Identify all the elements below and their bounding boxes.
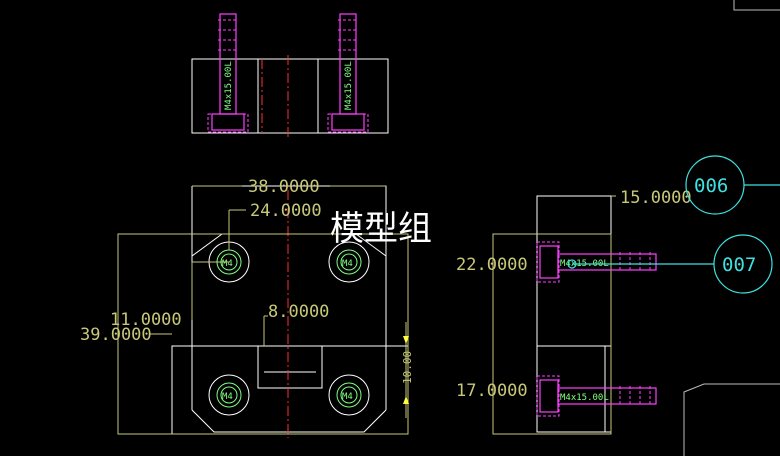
balloon-006-label: 006 (694, 175, 728, 197)
balloon-007-label: 007 (722, 254, 756, 276)
dim-height-holes: 11.0000 (110, 310, 182, 330)
hole-label: M4 (222, 259, 233, 269)
front-view-bottom-chamfer (191, 409, 387, 433)
top-bolt-left-label: M4x15.00L (224, 61, 234, 110)
side-view-base (492, 233, 612, 435)
dim-width-holes: 24.0000 (250, 201, 322, 221)
side-bolt-lower-label: M4x15.00L (560, 393, 609, 403)
top-right-fragment (733, 0, 780, 11)
edge-fragments (683, 0, 780, 456)
hole-label: M4 (342, 259, 353, 269)
bottom-right-fragment (683, 383, 780, 456)
dim-width-total: 38.0000 (248, 177, 320, 197)
dim-slot-depth: 10.00 (401, 351, 414, 384)
top-bolt-right-label: M4x15.00L (344, 61, 354, 110)
side-bolt-lower: M4x15.00L (536, 375, 657, 417)
front-slot (257, 346, 323, 389)
watermark-text: 模型组 (330, 209, 432, 249)
hole-label: M4 (222, 392, 233, 402)
hole-label: M4 (342, 392, 353, 402)
balloon-007-dot (567, 259, 577, 269)
top-view-outline (191, 58, 389, 134)
front-dimensions: 38.0000 24.0000 11.0000 39.0000 8.0000 1… (80, 177, 414, 418)
dim-arrow-top (403, 336, 409, 344)
front-base-extension (117, 233, 409, 435)
dim-height-total: 39.0000 (80, 325, 152, 345)
side-view: M4x15.00L M4x15.00L 15.0000 22.0000 17.0… (456, 188, 692, 435)
dim-slot-width: 8.0000 (268, 302, 329, 322)
dim-side-width: 15.0000 (620, 188, 692, 208)
front-chamfer-tr (355, 233, 387, 257)
hole-bottom-left: M4 (208, 374, 250, 416)
side-bolt-upper: M4x15.00L (536, 241, 657, 283)
top-view: M4x15.00L M4x15.00L (191, 13, 389, 138)
hole-top-right: M4 (328, 241, 370, 283)
dim-side-lower: 17.0000 (456, 381, 528, 401)
dim-side-upper: 22.0000 (456, 255, 528, 275)
front-chamfer-tl (191, 233, 223, 257)
top-bolt-right: M4x15.00L (327, 13, 369, 133)
dim-arrow-bottom (403, 396, 409, 404)
hole-bottom-right: M4 (328, 374, 370, 416)
balloons: 006 007 (567, 155, 780, 294)
top-bolt-left: M4x15.00L (207, 13, 249, 133)
